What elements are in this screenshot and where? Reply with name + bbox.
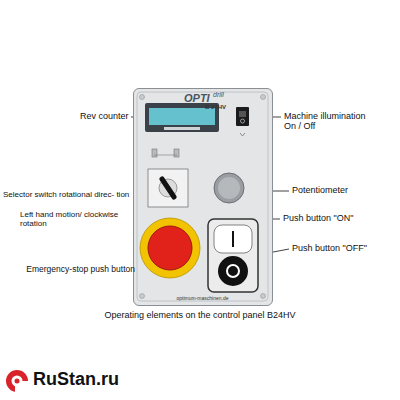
part-label: Emergency-stop push button (8, 265, 135, 275)
part-label: Selector switch rotational direc- tion (3, 190, 133, 199)
part-label: Left hand motion/ clockwise rotation (20, 210, 132, 228)
logo-text: drill (213, 91, 224, 99)
part-label: Push button "OFF" (292, 243, 396, 253)
maker-website: optimum-maschinen.de (134, 296, 271, 302)
part-label: Potentiometer (292, 185, 392, 195)
part-label: Push button "ON" (283, 213, 395, 223)
logo-text: B 24HV (205, 104, 226, 111)
control-panel: OPTIdrill B 24HV optimum-maschinen.de (133, 88, 273, 306)
watermark-logo (6, 370, 29, 393)
caption: Operating elements on the control panel … (0, 310, 400, 320)
watermark: RuStan.ru (33, 369, 183, 390)
panel-components (134, 89, 271, 304)
part-label: Rev counter (80, 111, 132, 121)
part-label: Machine illumination On / Off (284, 111, 376, 132)
logo-text: OPTI (184, 92, 210, 104)
